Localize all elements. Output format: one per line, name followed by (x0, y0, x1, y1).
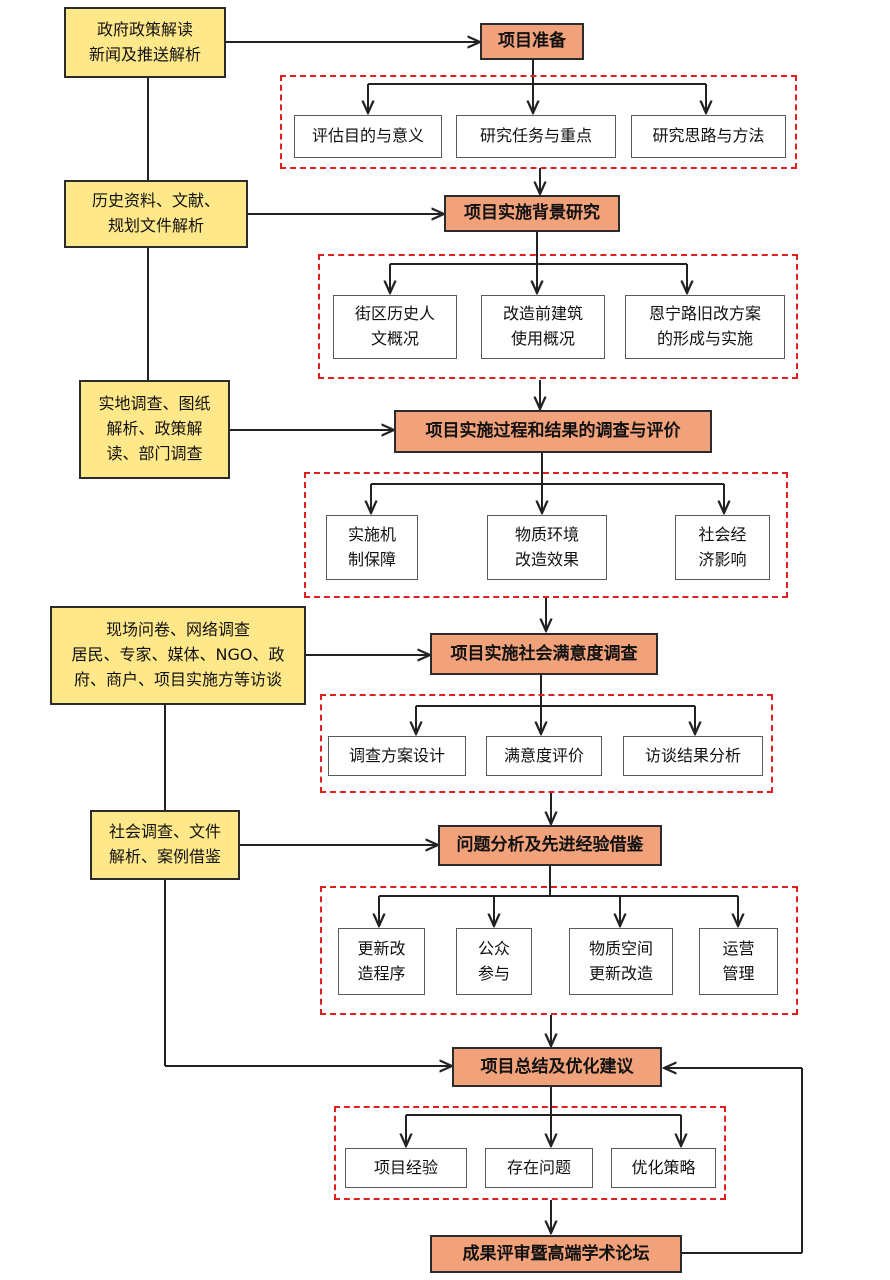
stage-process-evaluation: 项目实施过程和结果的调查与评价 (394, 410, 712, 453)
item-physical-environment: 物质环境改造效果 (487, 515, 607, 580)
group-project-prep (280, 75, 797, 169)
source-policy-news: 政府政策解读新闻及推送解析 (64, 7, 226, 78)
stage-satisfaction-survey: 项目实施社会满意度调查 (430, 633, 658, 675)
group-process-evaluation (304, 472, 788, 598)
source-social-survey: 社会调查、文件解析、案例借鉴 (90, 810, 240, 880)
item-operation-management: 运营管理 (699, 928, 778, 995)
stage-project-preparation: 项目准备 (480, 23, 584, 60)
item-street-history: 街区历史人文概况 (333, 295, 457, 359)
source-field-investigation: 实地调查、图纸解析、政策解读、部门调查 (79, 380, 230, 479)
item-project-experience: 项目经验 (345, 1148, 467, 1188)
item-spatial-renewal: 物质空间更新改造 (569, 928, 673, 995)
item-implementation-mechanism: 实施机制保障 (326, 515, 418, 580)
group-problem-analysis (320, 886, 798, 1015)
item-optimization-strategy: 优化策略 (611, 1148, 716, 1188)
source-questionnaire-interviews: 现场问卷、网络调查居民、专家、媒体、NGO、政府、商户、项目实施方等访谈 (50, 606, 306, 705)
item-satisfaction-rating: 满意度评价 (486, 736, 602, 776)
group-background-research (318, 254, 798, 379)
item-survey-design: 调查方案设计 (328, 736, 466, 776)
item-public-participation: 公众参与 (456, 928, 532, 995)
item-building-use: 改造前建筑使用概况 (481, 295, 605, 359)
stage-summary-recommendations: 项目总结及优化建议 (452, 1047, 662, 1087)
group-summary (334, 1106, 726, 1200)
item-interview-analysis: 访谈结果分析 (623, 736, 763, 776)
item-evaluation-purpose: 评估目的与意义 (294, 115, 442, 158)
item-renewal-procedure: 更新改造程序 (338, 928, 425, 995)
item-existing-problems: 存在问题 (485, 1148, 593, 1188)
item-renovation-plan: 恩宁路旧改方案的形成与实施 (625, 295, 785, 359)
item-research-tasks: 研究任务与重点 (456, 115, 616, 158)
stage-review-forum: 成果评审暨高端学术论坛 (430, 1235, 682, 1273)
item-research-methods: 研究思路与方法 (631, 115, 786, 158)
group-satisfaction-survey (320, 694, 773, 793)
item-socioeconomic-impact: 社会经济影响 (675, 515, 770, 580)
stage-problem-analysis: 问题分析及先进经验借鉴 (438, 825, 662, 866)
source-historical-documents: 历史资料、文献、规划文件解析 (64, 180, 248, 248)
stage-background-research: 项目实施背景研究 (444, 195, 620, 232)
